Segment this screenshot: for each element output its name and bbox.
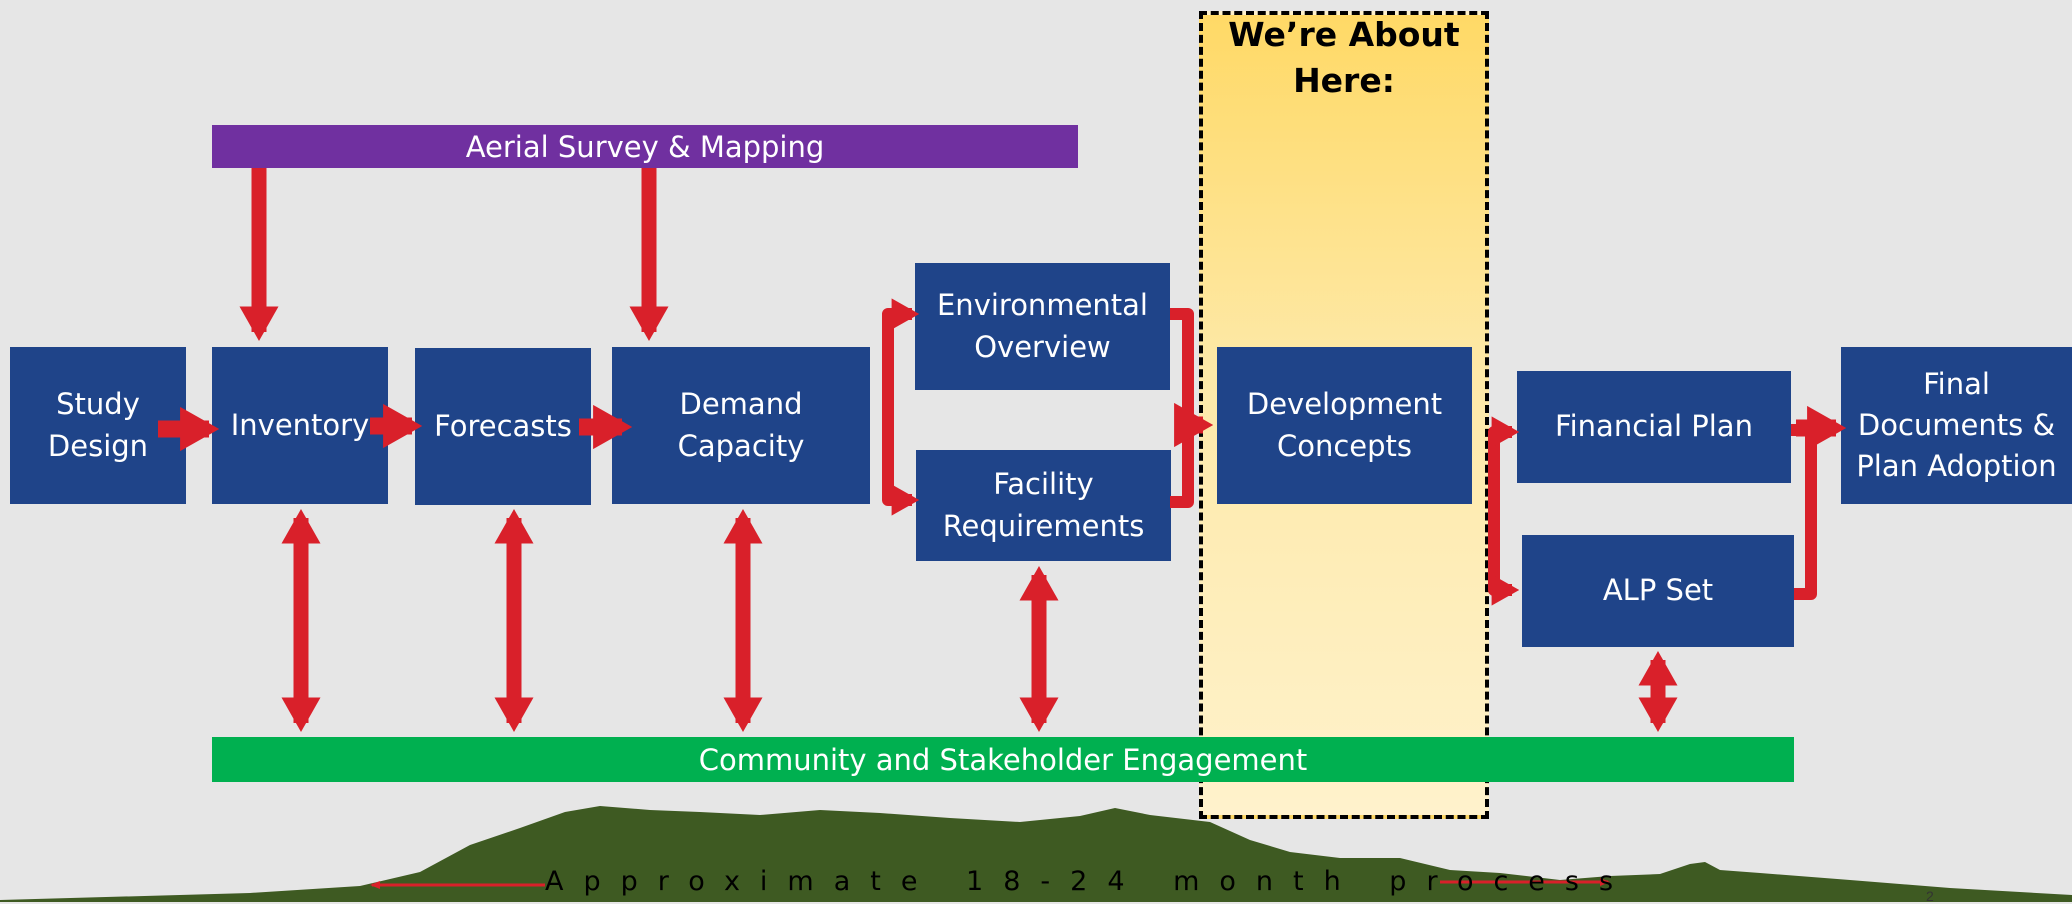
- demand-capacity-label: Demand Capacity: [677, 387, 805, 463]
- facility-requirements-label: Facility Requirements: [942, 467, 1145, 543]
- forecasts-box: Forecasts: [415, 348, 591, 505]
- engagement-bar: Community and Stakeholder Engagement: [212, 737, 1794, 782]
- demand-split-bracket-arrow: [882, 298, 920, 516]
- inventory-label: Inventory: [230, 407, 370, 442]
- inventory-box: Inventory: [212, 347, 388, 504]
- environmental-overview-box: Environmental Overview: [915, 263, 1170, 390]
- aerial-survey-label: Aerial Survey & Mapping: [465, 129, 825, 164]
- merge-to-final-bracket: [1791, 424, 1817, 600]
- development-split-bracket-arrow: [1488, 416, 1520, 606]
- merge-to-development-bracket: [1170, 308, 1194, 508]
- aerial-survey-bar: Aerial Survey & Mapping: [212, 125, 1078, 168]
- current-stage-label: We’re About Here:: [1228, 15, 1460, 101]
- environmental-overview-label: Environmental Overview: [936, 288, 1148, 364]
- development-concepts-label: Development Concepts: [1246, 387, 1443, 463]
- engagement-label: Community and Stakeholder Engagement: [698, 742, 1308, 777]
- facility-requirements-box: Facility Requirements: [916, 450, 1171, 561]
- alp-set-label: ALP Set: [1602, 573, 1714, 608]
- final-documents-box: Final Documents & Plan Adoption: [1841, 347, 2072, 504]
- timeline-label: Approximate 18-24 month process: [545, 866, 1634, 897]
- mountain-silhouette: [0, 806, 2072, 902]
- financial-plan-box: Financial Plan: [1517, 371, 1791, 483]
- study-design-box: Study Design: [10, 347, 186, 504]
- financial-plan-label: Financial Plan: [1555, 409, 1753, 444]
- slide-number: 2: [1926, 888, 1934, 904]
- forecasts-label: Forecasts: [434, 408, 572, 443]
- final-documents-label: Final Documents & Plan Adoption: [1856, 366, 2057, 484]
- study-design-label: Study Design: [47, 387, 149, 463]
- demand-capacity-box: Demand Capacity: [612, 347, 870, 504]
- development-concepts-box: Development Concepts: [1217, 347, 1472, 504]
- alp-set-box: ALP Set: [1522, 535, 1794, 647]
